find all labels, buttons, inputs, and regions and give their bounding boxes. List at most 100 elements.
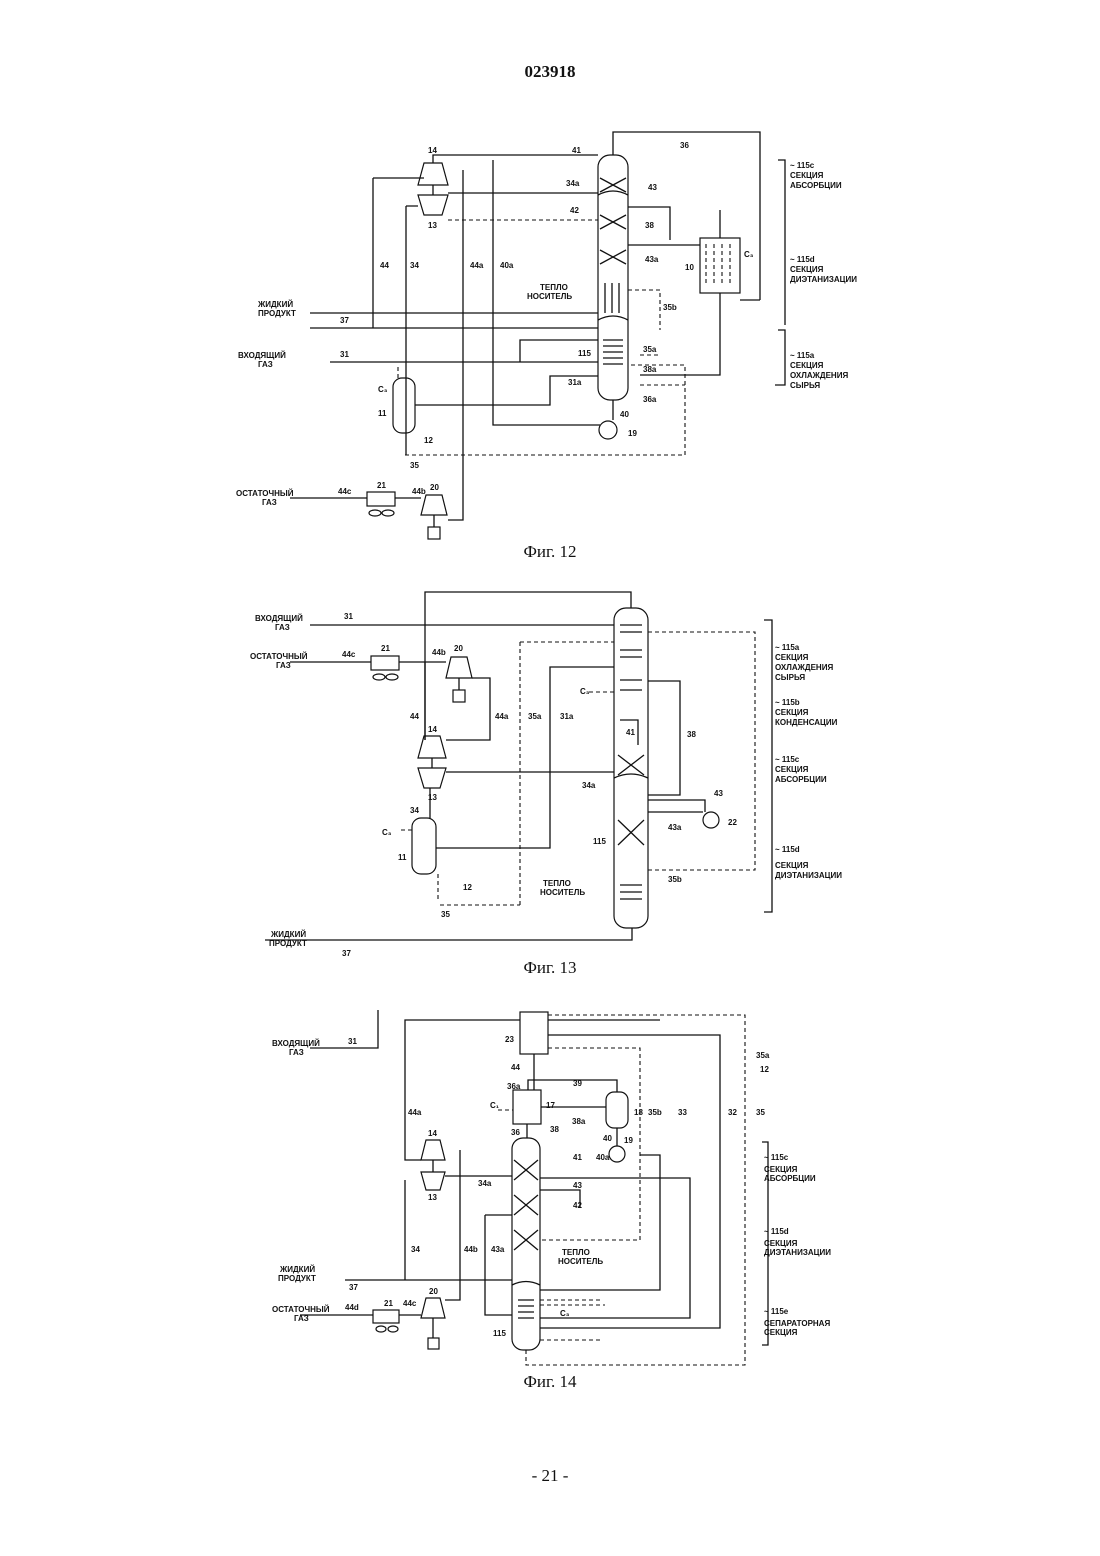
svg-text:C₃: C₃ <box>744 250 754 259</box>
svg-text:АБСОРБЦИИ: АБСОРБЦИИ <box>775 775 827 784</box>
svg-text:ГАЗ: ГАЗ <box>262 498 277 507</box>
compressor-20 <box>446 657 472 678</box>
svg-text:44: 44 <box>410 712 419 721</box>
svg-text:АБСОРБЦИИ: АБСОРБЦИИ <box>790 181 842 190</box>
figure-12-tags: 36 41 43 34a 42 38 43a 10 14 13 44 34 44… <box>338 141 754 496</box>
svg-text:ЖИДКИЙ: ЖИДКИЙ <box>279 1265 315 1274</box>
svg-text:44c: 44c <box>338 487 352 496</box>
svg-text:~ 115c: ~ 115c <box>764 1153 789 1162</box>
svg-text:19: 19 <box>624 1136 633 1145</box>
svg-text:36: 36 <box>680 141 689 150</box>
fractionation-column <box>598 155 628 400</box>
svg-text:ЖИДКИЙ: ЖИДКИЙ <box>257 300 293 309</box>
svg-text:14: 14 <box>428 725 437 734</box>
svg-text:44a: 44a <box>470 261 484 270</box>
svg-text:ОСТАТОЧНЫЙ: ОСТАТОЧНЫЙ <box>272 1305 330 1314</box>
heat-exchanger-17 <box>513 1090 541 1124</box>
svg-text:11: 11 <box>378 409 387 418</box>
svg-text:41: 41 <box>626 728 635 737</box>
svg-text:~ 115b: ~ 115b <box>775 698 800 707</box>
figure-14-diagram: 31 23 44 36a 39 17 18 35b 33 32 35 35a 1… <box>0 1000 1100 1372</box>
svg-text:13: 13 <box>428 221 437 230</box>
pump-19 <box>609 1146 625 1162</box>
svg-text:44a: 44a <box>495 712 509 721</box>
svg-text:ПРОДУКТ: ПРОДУКТ <box>258 309 296 318</box>
svg-text:38: 38 <box>645 221 654 230</box>
svg-text:44b: 44b <box>432 648 446 657</box>
svg-text:22: 22 <box>728 818 737 827</box>
svg-text:44b: 44b <box>412 487 426 496</box>
separator-11 <box>412 818 436 874</box>
svg-text:СЕКЦИЯ: СЕКЦИЯ <box>775 653 809 662</box>
svg-text:40: 40 <box>620 410 629 419</box>
svg-text:38a: 38a <box>643 365 657 374</box>
svg-text:~ 115a: ~ 115a <box>775 643 800 652</box>
svg-text:37: 37 <box>342 949 351 958</box>
svg-text:37: 37 <box>340 316 349 325</box>
svg-text:35: 35 <box>756 1108 765 1117</box>
separator-11 <box>393 378 415 433</box>
svg-text:19: 19 <box>628 429 637 438</box>
fractionation-column <box>512 1138 540 1350</box>
svg-text:44d: 44d <box>345 1303 359 1312</box>
svg-text:35b: 35b <box>663 303 677 312</box>
svg-text:21: 21 <box>377 481 386 490</box>
svg-text:СЕПАРАТОРНАЯ: СЕПАРАТОРНАЯ <box>764 1319 830 1328</box>
svg-text:35b: 35b <box>668 875 682 884</box>
figure-13-caption: Фиг. 13 <box>0 958 1100 978</box>
svg-text:43a: 43a <box>491 1245 505 1254</box>
cooler-21 <box>367 492 395 506</box>
svg-text:ВХОДЯЩИЙ: ВХОДЯЩИЙ <box>255 614 303 623</box>
svg-text:СЫРЬЯ: СЫРЬЯ <box>790 381 820 390</box>
svg-text:34a: 34a <box>478 1179 492 1188</box>
svg-text:КОНДЕНСАЦИИ: КОНДЕНСАЦИИ <box>775 718 838 727</box>
svg-text:36a: 36a <box>507 1082 521 1091</box>
svg-text:НОСИТЕЛЬ: НОСИТЕЛЬ <box>527 292 572 301</box>
svg-text:ОСТАТОЧНЫЙ: ОСТАТОЧНЫЙ <box>250 652 308 661</box>
svg-text:44b: 44b <box>464 1245 478 1254</box>
svg-text:38a: 38a <box>572 1117 586 1126</box>
svg-text:34: 34 <box>410 806 419 815</box>
svg-text:31: 31 <box>340 350 349 359</box>
svg-text:35a: 35a <box>756 1051 770 1060</box>
cooler-21 <box>371 656 399 670</box>
svg-text:АБСОРБЦИИ: АБСОРБЦИИ <box>764 1174 816 1183</box>
figure-13-tags: 31 21 44c 44b 20 44 44a 35a 31a 14 13 34… <box>342 612 737 958</box>
svg-text:34a: 34a <box>566 179 580 188</box>
compressor-20 <box>421 495 447 515</box>
svg-text:ВХОДЯЩИЙ: ВХОДЯЩИЙ <box>238 351 286 360</box>
figure-12-diagram: 36 41 43 34a 42 38 43a 10 14 13 44 34 44… <box>0 125 1100 545</box>
pump-22 <box>703 812 719 828</box>
svg-text:ПРОДУКТ: ПРОДУКТ <box>269 939 307 948</box>
svg-text:~ 115c: ~ 115c <box>790 161 815 170</box>
figure-13-labels: ВХОДЯЩИЙ ГАЗ ОСТАТОЧНЫЙ ГАЗ ЖИДКИЙ ПРОДУ… <box>250 614 842 948</box>
svg-text:40a: 40a <box>596 1153 610 1162</box>
figure-13-diagram: 31 21 44c 44b 20 44 44a 35a 31a 14 13 34… <box>0 580 1100 965</box>
svg-text:36a: 36a <box>643 395 657 404</box>
svg-text:СЕКЦИЯ: СЕКЦИЯ <box>764 1165 798 1174</box>
pump-19 <box>599 421 617 439</box>
svg-text:СЕКЦИЯ: СЕКЦИЯ <box>775 765 809 774</box>
svg-text:40a: 40a <box>500 261 514 270</box>
svg-text:43: 43 <box>714 789 723 798</box>
svg-text:ЖИДКИЙ: ЖИДКИЙ <box>270 930 306 939</box>
svg-text:35a: 35a <box>643 345 657 354</box>
fractionation-column <box>614 608 648 928</box>
svg-text:13: 13 <box>428 1193 437 1202</box>
svg-text:ГАЗ: ГАЗ <box>258 360 273 369</box>
svg-text:C₃: C₃ <box>580 687 590 696</box>
svg-text:ТЕПЛО: ТЕПЛО <box>540 283 568 292</box>
svg-text:ГАЗ: ГАЗ <box>289 1048 304 1057</box>
svg-text:37: 37 <box>349 1283 358 1292</box>
svg-text:43a: 43a <box>668 823 682 832</box>
svg-text:34: 34 <box>410 261 419 270</box>
svg-text:34a: 34a <box>582 781 596 790</box>
heat-exchanger-23 <box>520 1012 548 1054</box>
svg-text:115: 115 <box>593 837 606 846</box>
svg-text:20: 20 <box>429 1287 438 1296</box>
svg-text:31: 31 <box>348 1037 357 1046</box>
svg-text:СЕКЦИЯ: СЕКЦИЯ <box>775 861 809 870</box>
figure-14-labels: ВХОДЯЩИЙ ГАЗ ЖИДКИЙ ПРОДУКТ ОСТАТОЧНЫЙ Г… <box>272 1039 831 1337</box>
svg-text:10: 10 <box>685 263 694 272</box>
svg-text:41: 41 <box>572 146 581 155</box>
